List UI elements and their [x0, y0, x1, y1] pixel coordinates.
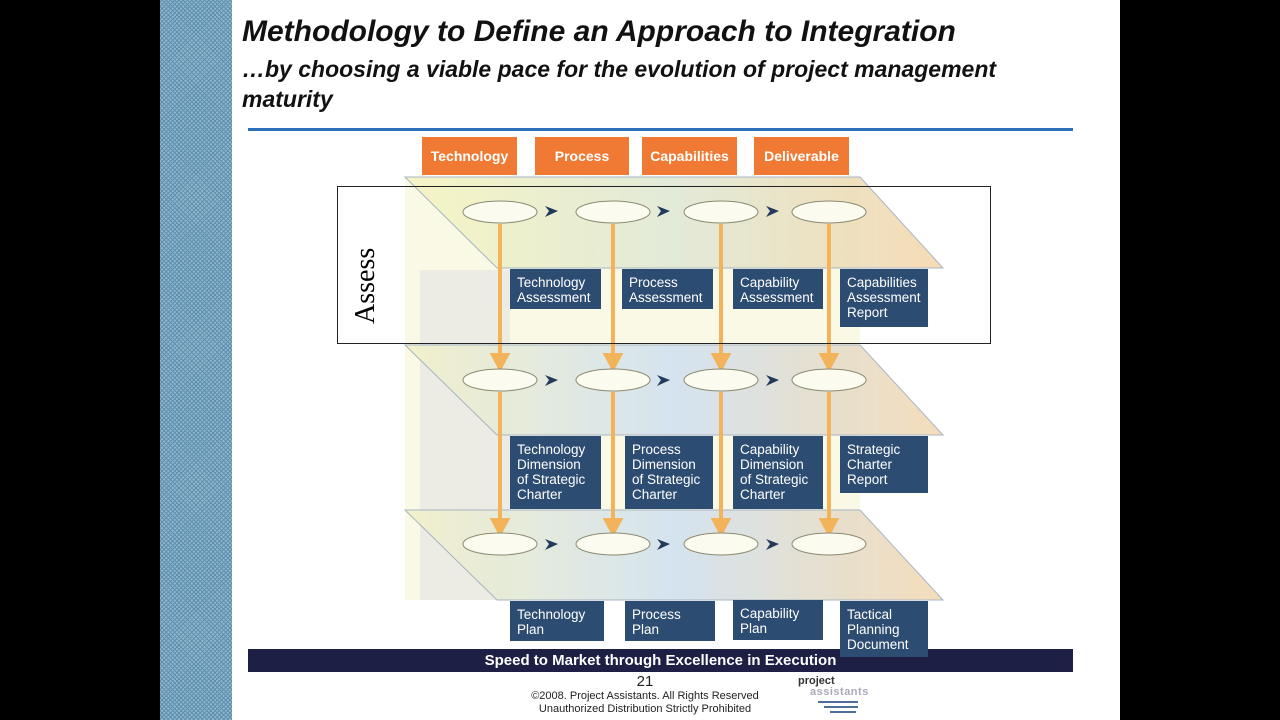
deliverable-box: Capability Dimension of Strategic Charte… — [733, 436, 823, 509]
deliverable-box: Process Dimension of Strategic Charter — [625, 436, 713, 509]
deliverable-box: Capability Assessment — [733, 269, 823, 309]
title-divider — [248, 128, 1073, 131]
assess-label: Assess — [350, 247, 381, 324]
slide-title: Methodology to Define an Approach to Int… — [242, 15, 956, 48]
column-header-technology: Technology — [422, 137, 517, 175]
deliverable-box: Tactical Planning Document — [840, 601, 928, 657]
page-number: 21 — [636, 673, 654, 690]
column-header-capabilities: Capabilities — [642, 137, 737, 175]
deliverable-box: Process Assessment — [622, 269, 713, 309]
column-header-deliverable: Deliverable — [754, 137, 849, 175]
slide-subtitle: …by choosing a viable pace for the evolu… — [242, 56, 997, 112]
deliverable-box: Capabilities Assessment Report — [840, 269, 928, 327]
deliverable-box: Capability Plan — [733, 600, 823, 640]
assess-frame — [337, 186, 991, 344]
deliverable-box: Process Plan — [625, 601, 715, 641]
patterned-sidebar — [160, 0, 232, 720]
deliverable-box: Technology Plan — [510, 601, 604, 641]
deliverable-box: Strategic Charter Report — [840, 436, 928, 493]
slogan-banner: Speed to Market through Excellence in Ex… — [248, 649, 1073, 672]
column-header-process: Process — [535, 137, 629, 175]
deliverable-box: Technology Dimension of Strategic Charte… — [510, 436, 601, 509]
distribution-notice: Unauthorized Distribution Strictly Prohi… — [538, 703, 752, 715]
copyright: ©2008. Project Assistants. All Rights Re… — [531, 690, 759, 702]
deliverable-box: Technology Assessment — [510, 269, 601, 309]
